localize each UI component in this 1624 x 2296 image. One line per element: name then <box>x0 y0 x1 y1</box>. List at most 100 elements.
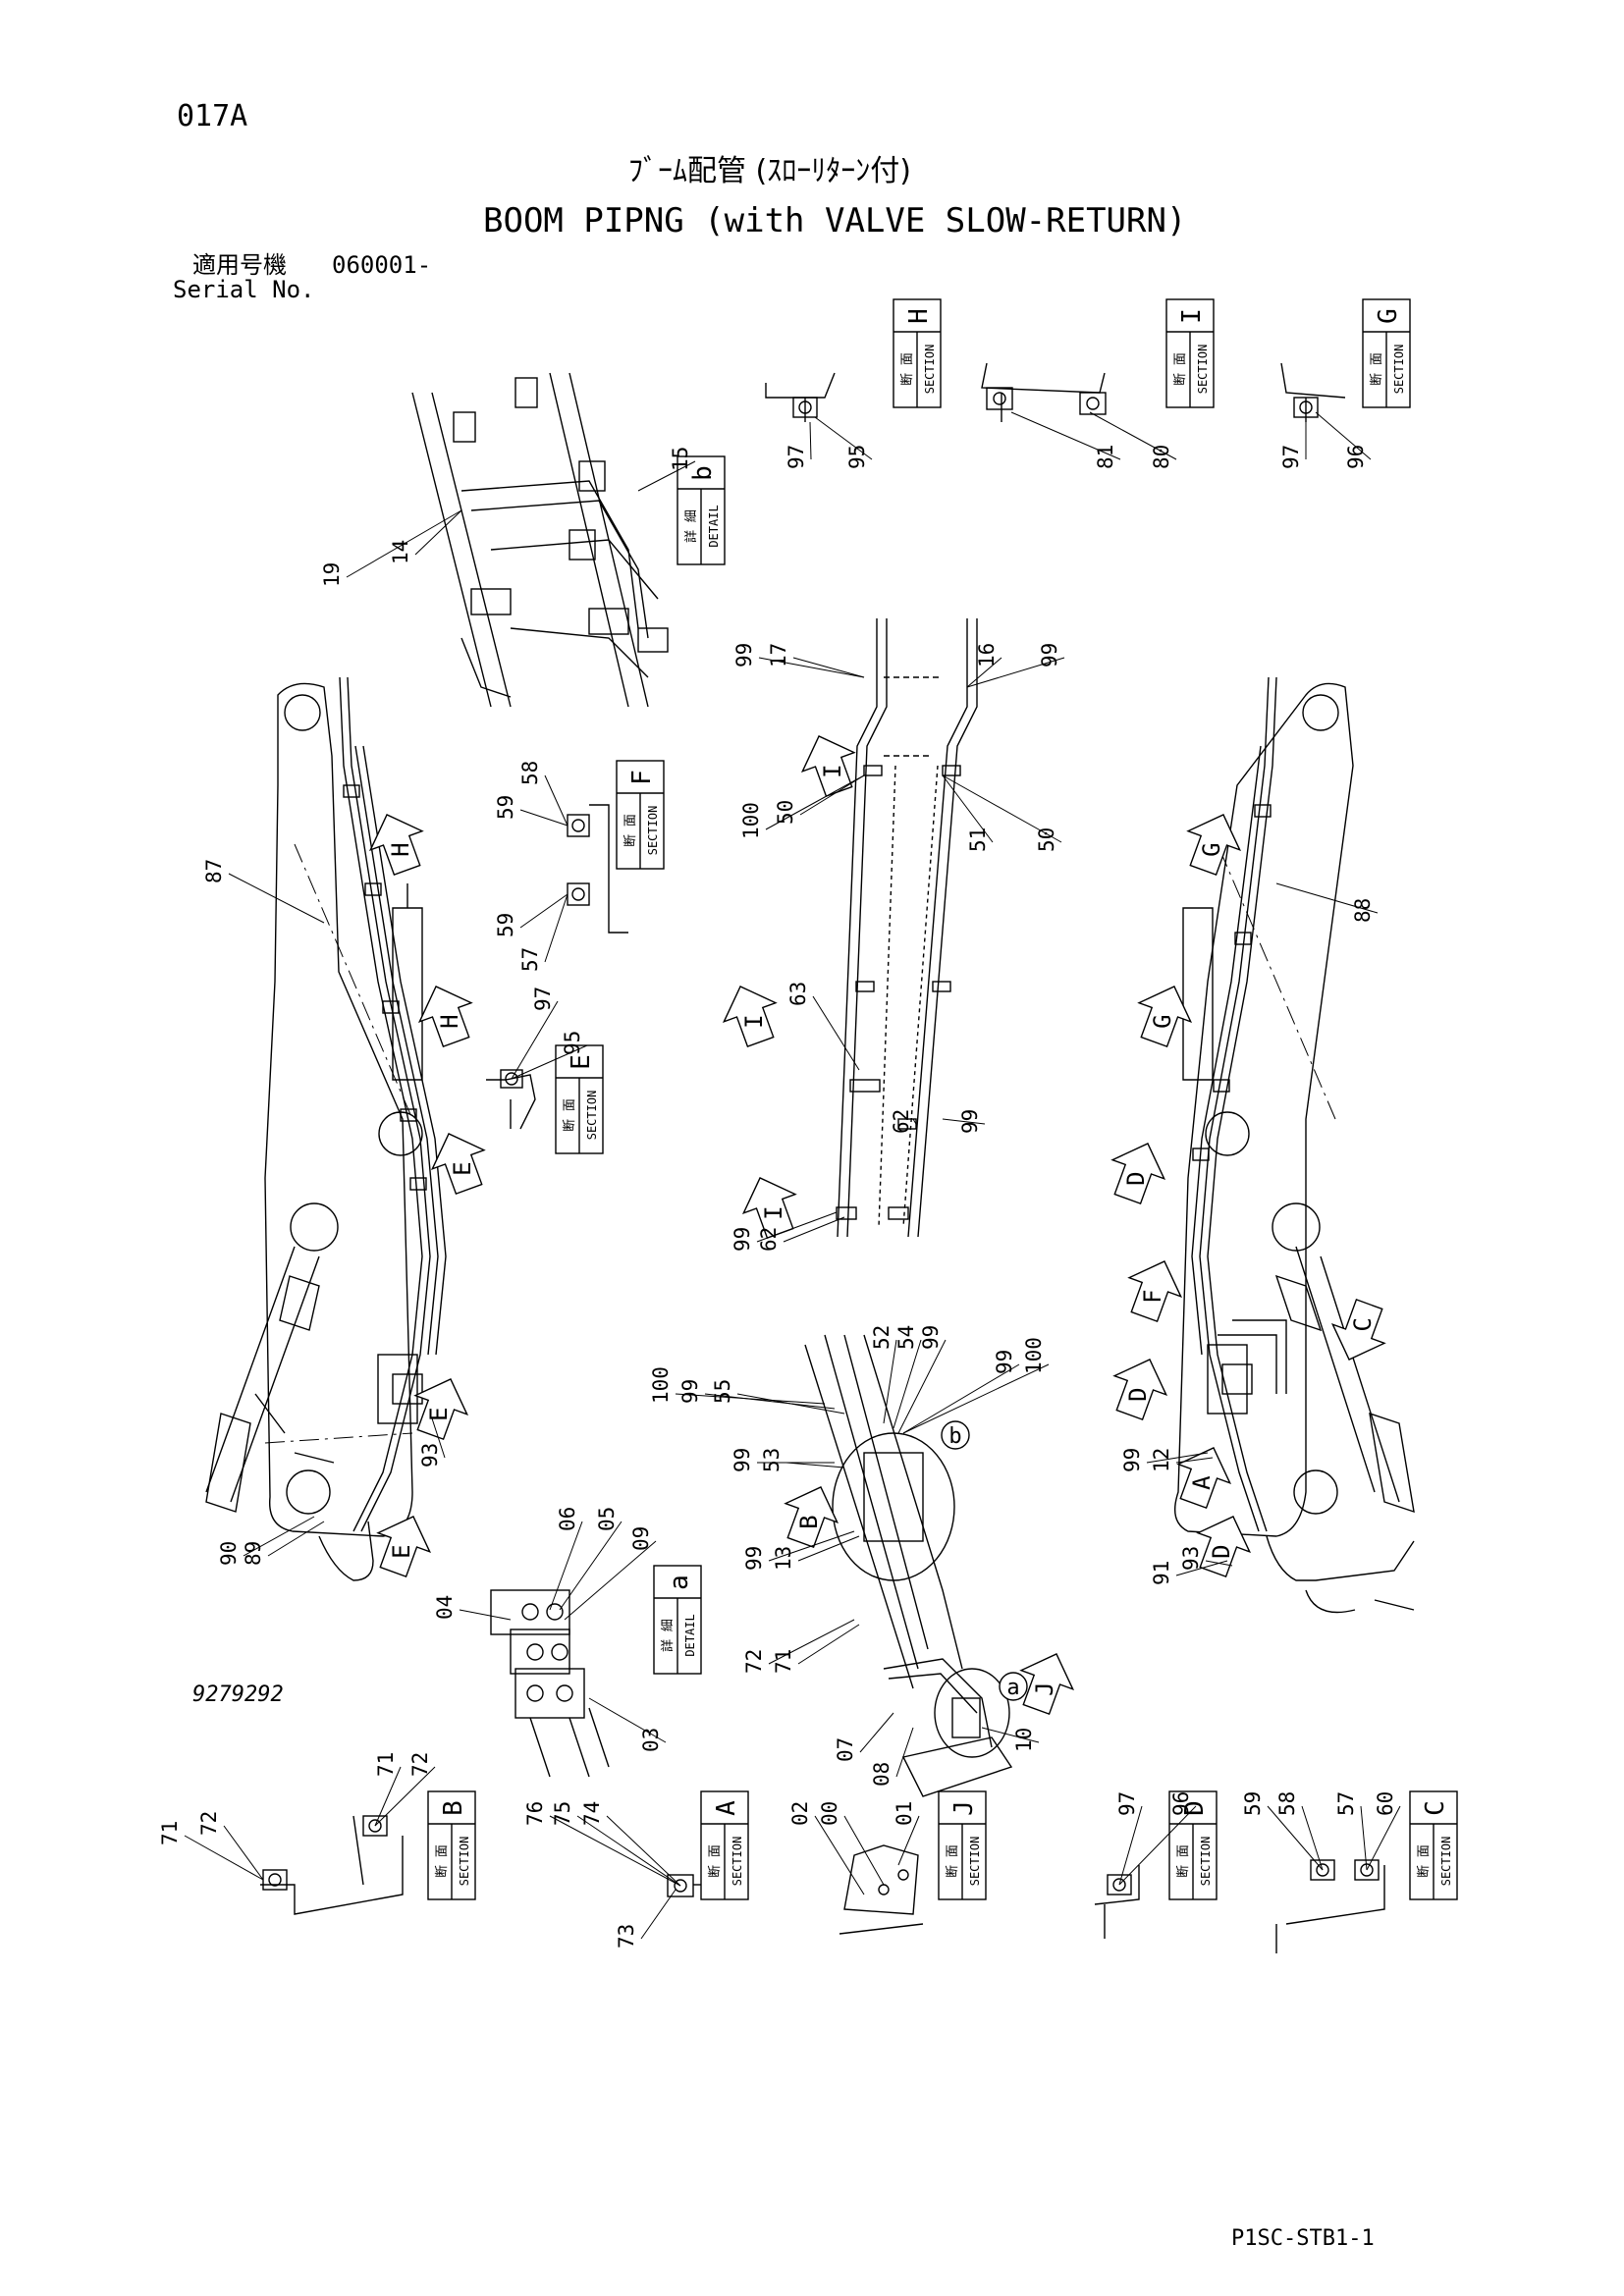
part-number-label: 100 <box>739 802 763 839</box>
part-number-label: 07 <box>834 1737 857 1762</box>
view-arrow-h-label: H <box>387 842 414 856</box>
part-number-label: 96 <box>1344 445 1368 469</box>
center-lower-drawing <box>804 1334 1013 1797</box>
view-arrow-d-label: D <box>1124 1387 1152 1401</box>
part-number-label: 03 <box>639 1728 663 1752</box>
page-number: 017A <box>177 99 248 133</box>
part-number-label: 00 <box>818 1801 841 1826</box>
part-number-label: 90 <box>217 1541 241 1566</box>
part-number-label: 55 <box>711 1379 734 1404</box>
drawing-number: 9279292 <box>192 1682 284 1707</box>
section-box-f-jp-label: 断 面 <box>623 814 638 847</box>
part-number-label: 08 <box>870 1762 893 1787</box>
part-number-label: 97 <box>1279 445 1303 469</box>
detail-b-drawing <box>411 372 669 708</box>
section-box-g: 断 面 SECTION G <box>1362 298 1411 408</box>
part-number-label: 99 <box>732 643 756 667</box>
view-arrow-g-label: G <box>1149 1014 1176 1028</box>
view-arrow-g: G <box>1186 813 1242 876</box>
part-number-label: 89 <box>242 1541 265 1566</box>
section-box-d-en-label: SECTION <box>1199 1837 1213 1887</box>
view-arrow-f-label: F <box>1139 1289 1166 1303</box>
section-box-h-en-label: SECTION <box>923 345 937 395</box>
part-number-label: 99 <box>742 1546 766 1571</box>
view-arrow-e-label: E <box>388 1544 415 1558</box>
serial-label-english: Serial No. <box>173 276 315 303</box>
view-arrow-b: B <box>784 1485 839 1548</box>
view-arrow-g-label: G <box>1198 842 1225 856</box>
view-arrow-g: G <box>1137 985 1193 1047</box>
section-box-g-jp-label: 断 面 <box>1370 352 1384 386</box>
view-arrow-e-label: E <box>449 1161 476 1175</box>
section-box-b-en-label: SECTION <box>458 1837 471 1887</box>
part-number-label: 99 <box>958 1109 982 1134</box>
part-number-label: 52 <box>870 1325 893 1350</box>
view-arrow-a-label: A <box>1188 1475 1216 1490</box>
detail-box-a-jp-label: 詳 細 <box>660 1619 676 1652</box>
view-arrow-e-label: E <box>425 1407 453 1420</box>
detail-reference-circle-b: b <box>941 1420 970 1450</box>
part-number-label: 99 <box>678 1379 702 1404</box>
part-number-label: 19 <box>320 562 344 587</box>
section-box-e-jp-label: 断 面 <box>563 1098 577 1132</box>
part-number-label: 97 <box>785 445 808 469</box>
part-number-label: 01 <box>893 1801 916 1826</box>
part-number-label: 10 <box>1012 1728 1036 1752</box>
section-box-d-letter: D <box>1180 1800 1210 1816</box>
part-number-label: 95 <box>845 445 869 469</box>
section-box-b-jp-label: 断 面 <box>435 1844 450 1878</box>
section-box-i-letter: I <box>1177 308 1207 324</box>
section-box-e-letter: E <box>567 1054 596 1070</box>
view-arrow-h: H <box>417 985 473 1047</box>
view-arrow-j: J <box>1019 1652 1075 1715</box>
detail-box-b-jp-label: 詳 細 <box>683 509 699 543</box>
part-number-label: 91 <box>1150 1561 1173 1585</box>
part-number-label: 95 <box>561 1031 584 1055</box>
center-pipe-drawing <box>836 618 978 1238</box>
part-number-label: 75 <box>551 1801 574 1826</box>
part-number-label: 99 <box>731 1448 754 1472</box>
part-number-label: 62 <box>757 1227 781 1252</box>
part-number-label: 02 <box>788 1801 812 1826</box>
part-number-label: 62 <box>890 1109 913 1134</box>
right-boom-drawing <box>1174 676 1415 1614</box>
detail-box-a-letter: a <box>665 1575 694 1590</box>
part-number-label: 15 <box>669 447 692 471</box>
section-box-i-en-label: SECTION <box>1196 345 1210 395</box>
view-arrow-h: H <box>368 813 424 876</box>
part-number-label: 74 <box>580 1801 604 1826</box>
section-box-a-en-label: SECTION <box>731 1837 744 1887</box>
section-box-g-letter: G <box>1374 308 1403 324</box>
view-arrow-e: E <box>413 1377 469 1440</box>
document-code: P1SC-STB1-1 <box>1231 2226 1375 2251</box>
part-number-label: 63 <box>786 982 810 1006</box>
part-number-label: 71 <box>772 1649 795 1674</box>
part-number-label: 17 <box>767 643 790 667</box>
view-arrow-i: I <box>741 1176 797 1239</box>
part-number-label: 81 <box>1094 445 1117 469</box>
part-number-label: 59 <box>494 795 517 820</box>
view-arrow-e: E <box>430 1132 486 1195</box>
view-arrow-c: C <box>1330 1299 1386 1362</box>
view-arrow-i: I <box>722 985 778 1047</box>
section-box-j-en-label: SECTION <box>968 1837 982 1887</box>
part-number-label: 97 <box>1115 1791 1139 1816</box>
detail-box-b-en-label: DETAIL <box>707 505 721 547</box>
detail-reference-circle-a: a <box>999 1672 1028 1701</box>
part-number-label: 06 <box>556 1507 579 1531</box>
section-box-h-letter: H <box>904 308 934 324</box>
part-number-label: 88 <box>1351 898 1375 923</box>
part-number-label: 80 <box>1150 445 1173 469</box>
section-box-g-en-label: SECTION <box>1392 345 1406 395</box>
part-number-label: 09 <box>629 1526 653 1551</box>
section-box-i-jp-label: 断 面 <box>1173 352 1188 386</box>
part-number-label: 72 <box>408 1752 432 1777</box>
title-english: BOOM PIPNG (with VALVE SLOW-RETURN) <box>483 201 1187 240</box>
part-number-label: 50 <box>774 800 797 825</box>
section-box-c-en-label: SECTION <box>1439 1837 1453 1887</box>
section-box-c-jp-label: 断 面 <box>1417 1844 1432 1878</box>
part-number-label: 13 <box>772 1546 795 1571</box>
